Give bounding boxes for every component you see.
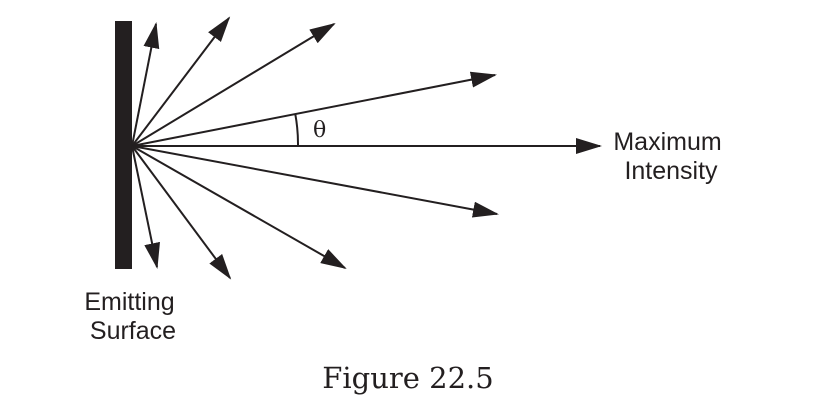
ray-up-mid [131,22,336,147]
maximum-intensity-line-2: Intensity [624,157,718,185]
maximum-intensity-line-1: Maximum [613,128,721,156]
ray-up-steep [131,22,160,147]
ray-up-shallow [131,71,497,147]
emitting-surface-bar [115,21,132,269]
emission-rays [131,16,602,280]
ray-down-high [131,145,232,280]
angle-arc [294,114,300,147]
figure-caption: Figure 22.5 [322,361,493,395]
emitting-surface-line-2: Surface [90,317,176,345]
ray-down-shallow [131,145,499,218]
ray-down-mid [131,145,347,269]
angle-theta-label: θ [313,118,326,143]
maximum-intensity-label: Maximum Intensity [613,128,728,185]
ray-up-high [131,16,231,147]
emitting-surface-line-1: Emitting [84,288,174,316]
emitting-surface-label: Emitting Surface [84,288,181,345]
ray-down-steep [131,145,160,269]
